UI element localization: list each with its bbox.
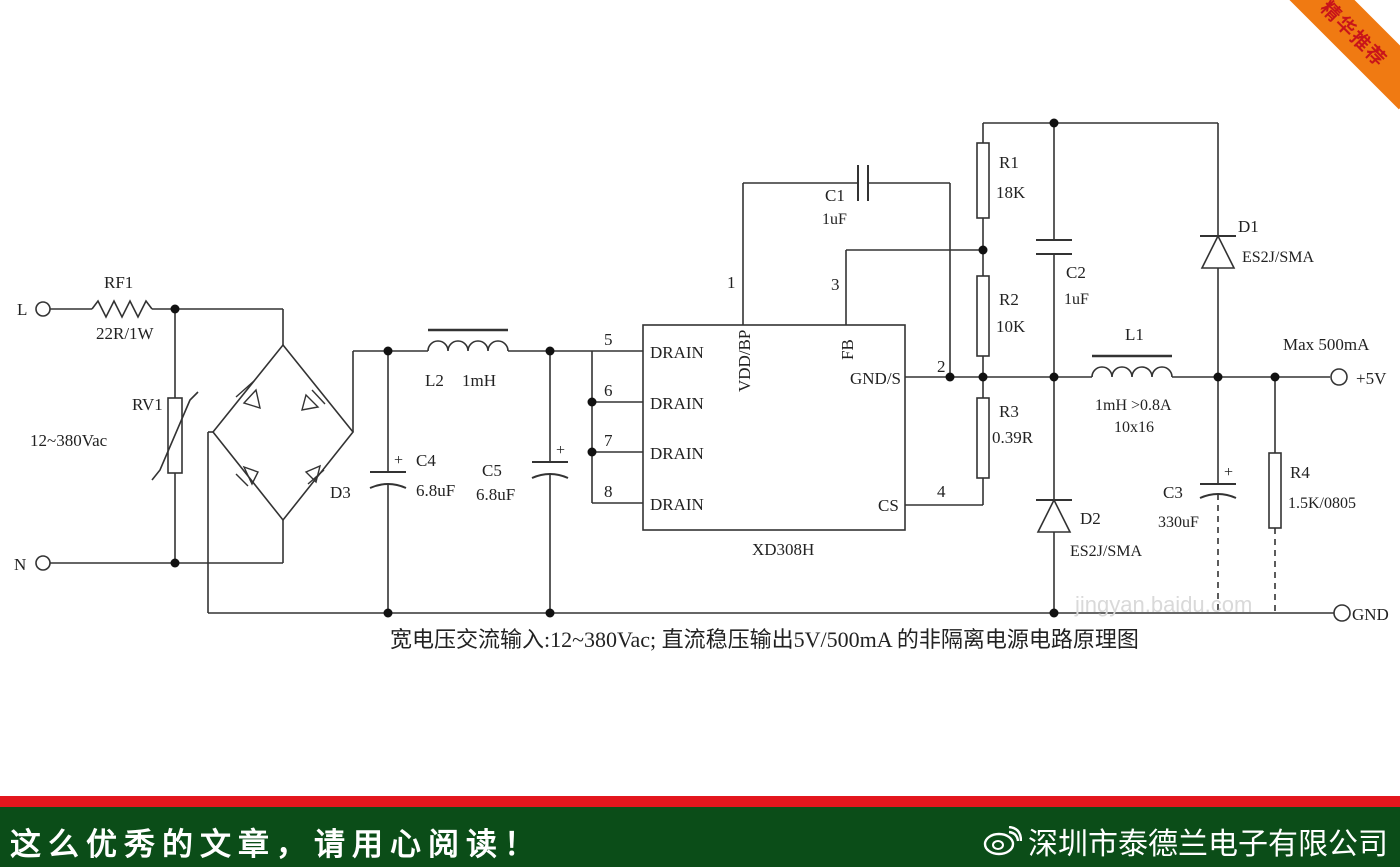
ic-pin-drain-5: DRAIN bbox=[650, 343, 704, 362]
d1-ref: D1 bbox=[1238, 217, 1259, 236]
diagram-caption: 宽电压交流输入:12~380Vac; 直流稳压输出5V/500mA 的非隔离电源… bbox=[390, 627, 1139, 652]
svg-text:+: + bbox=[1224, 464, 1233, 481]
rf1-ref: RF1 bbox=[104, 273, 133, 292]
l1-value: 1mH >0.8A bbox=[1095, 397, 1172, 414]
terminal-gnd-label: GND bbox=[1352, 605, 1389, 624]
pin-2-number: 2 bbox=[937, 357, 946, 376]
pin-4-number: 4 bbox=[937, 482, 946, 501]
company-name: 深圳市泰德兰电子有限公司 bbox=[1028, 827, 1388, 862]
r3-value: 0.39R bbox=[992, 428, 1034, 447]
c4-ref: C4 bbox=[416, 451, 436, 470]
output-current-note: Max 500mA bbox=[1283, 335, 1370, 354]
l2-ref: L2 bbox=[425, 371, 444, 390]
ic-pin-gnd: GND/S bbox=[850, 369, 901, 388]
input-voltage-label: 12~380Vac bbox=[30, 431, 108, 450]
r4-ref: R4 bbox=[1290, 463, 1310, 482]
c1-value: 1uF bbox=[822, 211, 847, 228]
l1-ref: L1 bbox=[1125, 325, 1144, 344]
rv1-ref: RV1 bbox=[132, 395, 163, 414]
ic-name: XD308H bbox=[752, 540, 814, 559]
weibo-icon bbox=[983, 826, 1022, 856]
c3-ref: C3 bbox=[1163, 483, 1183, 502]
ic-pin-drain-6: DRAIN bbox=[650, 394, 704, 413]
d3-ref: D3 bbox=[330, 483, 351, 502]
l2-value: 1mH bbox=[462, 371, 496, 390]
c2-value: 1uF bbox=[1064, 291, 1089, 308]
c2-ref: C2 bbox=[1066, 263, 1086, 282]
svg-text:+: + bbox=[556, 442, 565, 459]
ic-pin-cs: CS bbox=[878, 496, 899, 515]
schematic-diagram: + + + L N RF1 22R/1W RV1 12~380Vac D3 C4… bbox=[14, 118, 1389, 652]
terminal-n-label: N bbox=[14, 555, 26, 574]
r2-value: 10K bbox=[996, 317, 1026, 336]
r3-ref: R3 bbox=[999, 402, 1019, 421]
ic-pin-vdd: VDD/BP bbox=[735, 330, 754, 392]
r4-value: 1.5K/0805 bbox=[1288, 495, 1356, 512]
footer-banner: 这么优秀的文章，请用心阅读！ 深圳市泰德兰电子有限公司 bbox=[0, 807, 1400, 867]
banner-company: 深圳市泰德兰电子有限公司 bbox=[982, 819, 1388, 863]
d1-value: ES2J/SMA bbox=[1242, 249, 1314, 266]
terminal-l-label: L bbox=[17, 300, 27, 319]
svg-text:+: + bbox=[394, 452, 403, 469]
c3-value: 330uF bbox=[1158, 514, 1199, 531]
pin-5-number: 5 bbox=[604, 330, 613, 349]
ic-pin-fb: FB bbox=[838, 339, 857, 360]
pin-8-number: 8 bbox=[604, 482, 613, 501]
l1-size: 10x16 bbox=[1114, 419, 1154, 436]
pin-3-number: 3 bbox=[831, 275, 840, 294]
c5-ref: C5 bbox=[482, 461, 502, 480]
d2-value: ES2J/SMA bbox=[1070, 543, 1142, 560]
watermark: jingyan.baidu.com bbox=[1075, 592, 1253, 617]
r2-ref: R2 bbox=[999, 290, 1019, 309]
r1-value: 18K bbox=[996, 183, 1026, 202]
rf1-value: 22R/1W bbox=[96, 324, 155, 343]
terminal-5v-label: +5V bbox=[1356, 369, 1387, 388]
d2-ref: D2 bbox=[1080, 509, 1101, 528]
c5-value: 6.8uF bbox=[476, 485, 515, 504]
pin-7-number: 7 bbox=[604, 431, 613, 450]
ic-pin-drain-7: DRAIN bbox=[650, 444, 704, 463]
pin-6-number: 6 bbox=[604, 381, 613, 400]
c4-value: 6.8uF bbox=[416, 481, 455, 500]
r1-ref: R1 bbox=[999, 153, 1019, 172]
ic-pin-drain-8: DRAIN bbox=[650, 495, 704, 514]
banner-stripe bbox=[0, 796, 1400, 807]
c1-ref: C1 bbox=[825, 186, 845, 205]
pin-1-number: 1 bbox=[727, 273, 736, 292]
banner-slogan: 这么优秀的文章，请用心阅读！ bbox=[10, 827, 542, 863]
